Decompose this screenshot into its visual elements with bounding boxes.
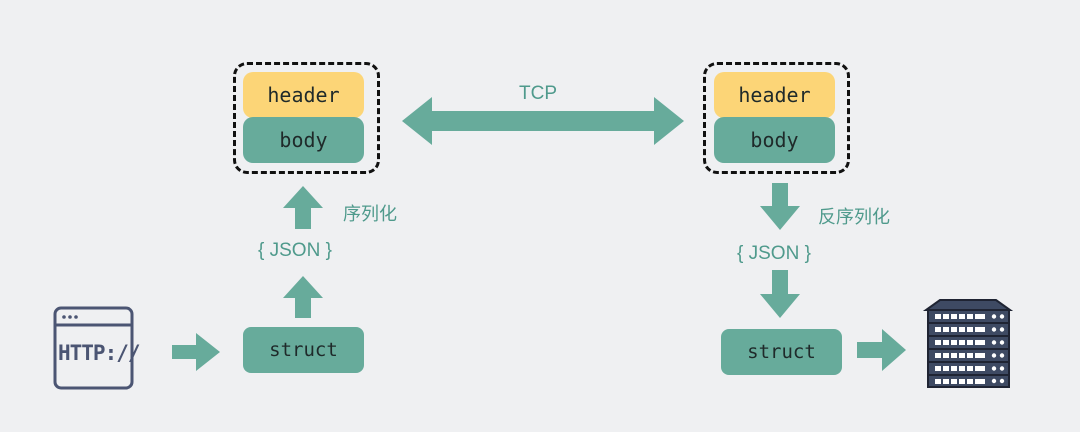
left-packet-frame — [233, 62, 380, 174]
browser-window-icon — [53, 306, 134, 390]
tcp-label: TCP — [519, 83, 557, 104]
down-arrow-packet-to-json — [760, 183, 800, 230]
left-json-label: { JSON } — [258, 240, 332, 261]
right-struct-block: struct — [721, 329, 842, 375]
up-arrow-struct-to-json — [283, 276, 323, 318]
http-icon-text: HTTP:// — [58, 341, 141, 365]
server-rack-icon — [922, 299, 1014, 388]
right-json-label: { JSON } — [737, 243, 811, 264]
serialize-label: 序列化 — [343, 204, 397, 225]
left-header-block: header — [243, 72, 364, 118]
right-arrow-http-to-struct — [172, 333, 220, 371]
left-struct-block: struct — [243, 327, 364, 373]
down-arrow-json-to-struct — [760, 270, 800, 318]
deserialize-label: 反序列化 — [818, 207, 890, 228]
left-body-block: body — [243, 117, 364, 163]
tcp-double-arrow — [402, 97, 684, 145]
right-arrow-struct-to-server — [857, 329, 906, 371]
right-body-block: body — [714, 117, 835, 163]
right-packet-frame — [703, 62, 850, 174]
up-arrow-json-to-packet — [283, 186, 323, 229]
right-header-block: header — [714, 72, 835, 118]
